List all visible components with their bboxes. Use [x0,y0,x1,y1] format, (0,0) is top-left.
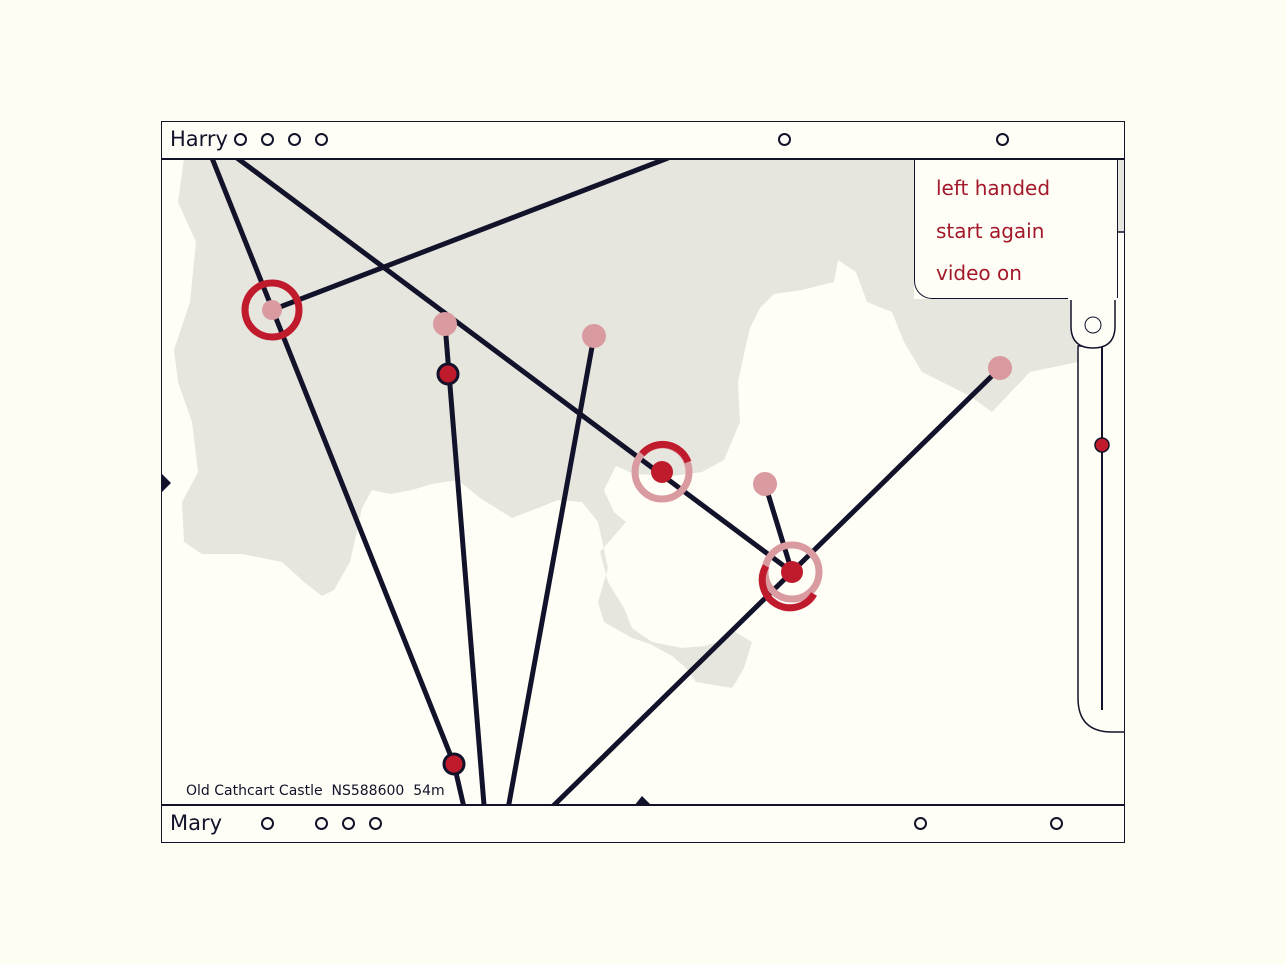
edge-marker-bottom [634,796,652,806]
route-line [762,481,795,575]
slider-thumb[interactable] [1094,437,1110,453]
menu-item-video[interactable]: video on [936,261,1022,285]
score-slot [778,133,791,146]
pin-marker[interactable] [436,362,460,386]
options-menu: left handed start again video on [914,158,1118,299]
score-slot [261,817,274,830]
route-line [234,155,795,575]
location-name: Old Cathcart Castle [186,783,323,799]
menu-toggle-icon[interactable] [1084,316,1102,334]
route-line [499,333,597,842]
pin-marker[interactable] [433,312,457,336]
elevation: 54m [413,783,445,799]
location-caption: Old Cathcart Castle NS588600 54m [184,783,447,799]
pin-marker[interactable] [988,356,1012,380]
pin-marker[interactable] [582,324,606,348]
player-bar-bottom: Mary [162,804,1124,842]
target-marker[interactable] [631,440,693,503]
land-shape [174,158,1078,688]
score-slot [996,133,1009,146]
route-line [269,155,671,313]
player-name-top: Harry [170,127,228,151]
score-slot [315,133,328,146]
game-board[interactable]: Harry left handed start again video on O… [161,121,1125,843]
player-name-bottom: Mary [170,811,223,835]
grid-reference: NS588600 [331,783,405,799]
score-slot [261,133,274,146]
pin-marker[interactable] [442,752,466,776]
route-line [209,155,457,767]
score-slot [315,817,328,830]
pin-marker[interactable] [753,472,777,496]
route-line [442,321,490,842]
score-slot [234,133,247,146]
menu-item-left-handed[interactable]: left handed [936,176,1051,200]
score-slot [288,133,301,146]
player-bar-top: Harry [162,122,1124,160]
target-marker[interactable] [758,541,823,612]
menu-handle[interactable] [1068,298,1118,350]
edge-marker-left [162,474,171,492]
score-slot [914,817,927,830]
score-slot [342,817,355,830]
score-slot [369,817,382,830]
target-marker[interactable] [241,279,303,341]
menu-item-start-again[interactable]: start again [936,219,1045,243]
score-slot [1050,817,1063,830]
